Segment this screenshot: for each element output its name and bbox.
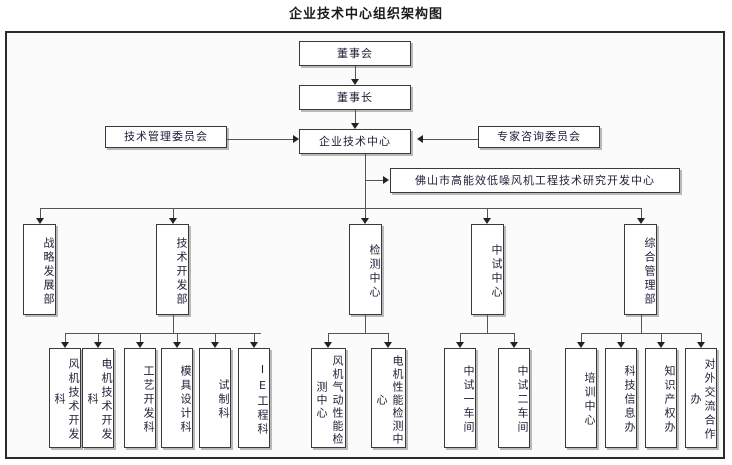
stem-pilot-down — [487, 315, 488, 333]
arrow-rnd — [169, 218, 177, 224]
stem-testing-c0 — [328, 333, 329, 342]
stem-rnd — [173, 208, 174, 218]
node-tech-management-committee[interactable]: 技术管理委员会 — [105, 126, 227, 148]
arrow-pilot — [483, 218, 491, 224]
arrow-pilot-c1 — [510, 342, 518, 348]
stem-testing-down — [365, 315, 366, 333]
node-prototype[interactable]: 试制科 — [199, 348, 231, 448]
node-chairman[interactable]: 董事长 — [299, 85, 411, 110]
arrow-rnd-c1 — [94, 342, 102, 348]
stem-rnd-c3 — [177, 333, 178, 342]
node-motor-tech-dev[interactable]: 电机技术开发科 — [82, 348, 114, 448]
connector-center-research-horizontal — [365, 180, 383, 181]
arrow-general-c1 — [617, 342, 625, 348]
node-fan-tech-dev[interactable]: 风机技术开发科 — [49, 348, 81, 448]
connector-techcommittee-center — [227, 139, 293, 140]
node-ip-office[interactable]: 知识产权办 — [645, 348, 677, 448]
arrow-general-c3 — [697, 342, 705, 348]
arrow-testing — [361, 218, 369, 224]
arrow-rnd-c5 — [250, 342, 258, 348]
dept-testing[interactable]: 检测中心 — [349, 224, 382, 315]
arrow-general-c0 — [577, 342, 585, 348]
node-expert-advisory-committee[interactable]: 专家咨询委员会 — [478, 126, 600, 148]
stem-strategy — [40, 208, 41, 218]
dept-rnd[interactable]: 技术开发部 — [156, 224, 189, 315]
stem-testing-c1 — [388, 333, 389, 342]
node-mold-design[interactable]: 模具设计科 — [161, 348, 193, 448]
node-ie-engineering[interactable]: IE工程科 — [238, 348, 270, 448]
node-research-center[interactable]: 佛山市高能效低噪风机工程技术研究开发中心 — [390, 168, 680, 193]
arrow-strategy — [36, 218, 44, 224]
arrow-center-research — [383, 176, 389, 184]
stem-rnd-c0 — [65, 333, 66, 342]
arrow-rnd-c3 — [173, 342, 181, 348]
dept-pilot[interactable]: 中试中心 — [471, 224, 504, 315]
arrow-testing-c1 — [384, 342, 392, 348]
bus-general-children — [581, 333, 701, 334]
stem-rnd-c5 — [254, 333, 255, 342]
arrow-testing-c0 — [324, 342, 332, 348]
connector-expertcommittee-center — [423, 139, 478, 140]
arrow-rnd-c4 — [211, 342, 219, 348]
stem-rnd-down — [173, 315, 174, 333]
node-external-cooperation-office[interactable]: 对外交流合作办 — [685, 348, 717, 448]
stem-testing — [365, 208, 366, 218]
dept-general[interactable]: 综合管理部 — [624, 224, 657, 315]
arrow-general — [637, 218, 645, 224]
department-bus — [40, 208, 641, 209]
connector-board-chairman — [355, 66, 356, 79]
stem-general-c3 — [701, 333, 702, 342]
node-board[interactable]: 董事会 — [299, 41, 411, 66]
stem-pilot — [487, 208, 488, 218]
stem-general-c0 — [581, 333, 582, 342]
connector-center-trunk — [365, 154, 366, 208]
dept-strategy[interactable]: 战略发展部 — [23, 224, 56, 315]
node-motor-perf-test-center[interactable]: 电机性能检测中心 — [371, 348, 406, 448]
arrow-techcommittee-center — [293, 135, 299, 143]
stem-pilot-c0 — [460, 333, 461, 342]
arrow-board-chairman — [351, 79, 359, 85]
stem-rnd-c1 — [98, 333, 99, 342]
stem-rnd-c4 — [215, 333, 216, 342]
arrow-pilot-c0 — [456, 342, 464, 348]
arrow-general-c2 — [657, 342, 665, 348]
connector-chairman-center — [355, 110, 356, 123]
page-title: 企业技术中心组织架构图 — [288, 7, 443, 22]
node-pilot-workshop-2[interactable]: 中试二车间 — [498, 348, 530, 448]
stem-general — [641, 208, 642, 218]
arrow-rnd-c0 — [61, 342, 69, 348]
bus-rnd-children — [65, 333, 261, 334]
arrow-chairman-center — [351, 123, 359, 129]
node-sci-tech-info-office[interactable]: 科技信息办 — [605, 348, 637, 448]
bus-testing-children — [328, 333, 388, 334]
node-pilot-workshop-1[interactable]: 中试一车间 — [444, 348, 476, 448]
node-process-dev[interactable]: 工艺开发科 — [124, 348, 156, 448]
stem-rnd-c2 — [140, 333, 141, 342]
bus-pilot-children — [460, 333, 514, 334]
node-enterprise-tech-center[interactable]: 企业技术中心 — [299, 129, 411, 154]
arrow-expertcommittee-center — [417, 135, 423, 143]
stem-pilot-c1 — [514, 333, 515, 342]
node-fan-aero-test-center[interactable]: 风机气动性能检测中心 — [311, 348, 346, 448]
stem-general-c2 — [661, 333, 662, 342]
stem-general-c1 — [621, 333, 622, 342]
node-training-center[interactable]: 培训中心 — [565, 348, 597, 448]
arrow-rnd-c2 — [136, 342, 144, 348]
stem-general-down — [641, 315, 642, 333]
